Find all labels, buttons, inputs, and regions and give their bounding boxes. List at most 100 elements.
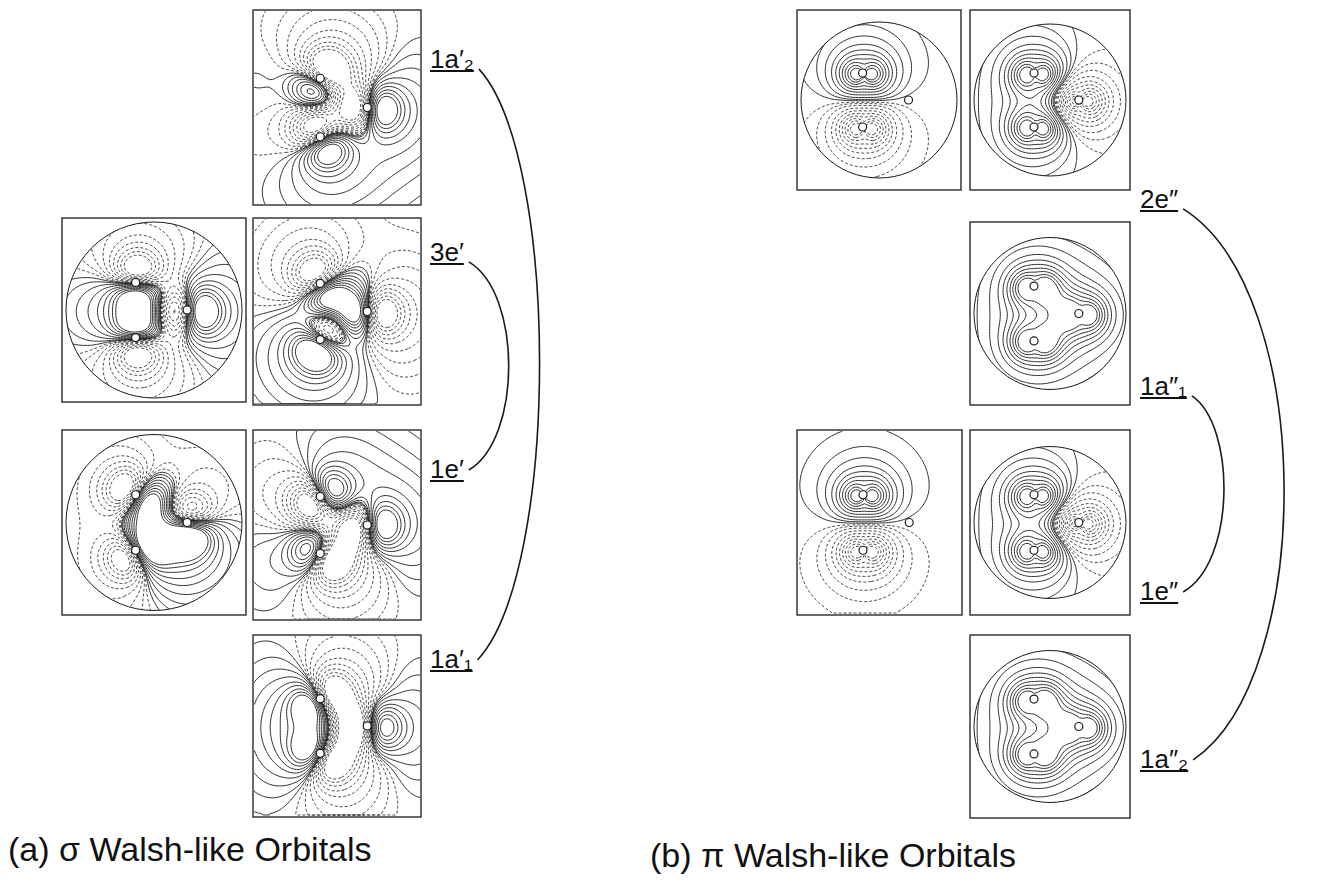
contour-line-negative (832, 531, 897, 582)
contour-line (1014, 61, 1053, 141)
orbital-label: 1a″₂ (1140, 745, 1188, 775)
contour-line-negative (77, 446, 218, 599)
orbital-label: 1a″₁ (1140, 372, 1187, 402)
contour-line-negative (1063, 507, 1105, 540)
contour-line (970, 10, 1077, 190)
atom-marker (1030, 750, 1038, 758)
contour-line (1013, 685, 1102, 772)
contour-group (970, 635, 1129, 818)
contour-line-negative (117, 248, 179, 376)
contour-line-negative (254, 219, 420, 394)
orbital-panel (62, 218, 246, 402)
contour-line-negative (62, 432, 229, 613)
contour-line (970, 222, 1129, 405)
contour-line-negative (817, 104, 912, 179)
contour-line-negative (836, 111, 893, 153)
atom-marker (132, 491, 140, 499)
contour-line (254, 669, 420, 786)
contour-line (1011, 480, 1055, 568)
contour-group (800, 431, 929, 613)
contour-line-negative (848, 121, 881, 138)
contour-line-negative (1061, 504, 1109, 545)
contour-line (817, 25, 912, 100)
contour-line-negative (113, 242, 181, 381)
plot-boundary (66, 435, 242, 611)
contour-line-negative (321, 669, 367, 786)
panel-frame (970, 222, 1130, 405)
contour-line-negative (290, 488, 364, 588)
contour-line-negative (318, 664, 367, 791)
contour-line-negative (1065, 511, 1102, 538)
contour-line-negative (1057, 493, 1120, 555)
contour-line (1008, 476, 1058, 572)
panel-frame (970, 430, 1130, 615)
atom-marker (1030, 123, 1038, 131)
orbital-label: 1e″ (1140, 577, 1178, 607)
contour-line-negative (310, 636, 381, 815)
contour-line (1003, 260, 1111, 370)
atom-marker (132, 334, 140, 342)
contour-line (1014, 483, 1053, 565)
contour-line (270, 437, 420, 576)
orbital-panel (970, 10, 1130, 190)
contour-line-negative (254, 11, 397, 155)
contour-group (970, 222, 1129, 405)
atom-marker (859, 123, 867, 131)
contour-group (254, 431, 420, 619)
contour-line-negative (258, 219, 420, 363)
contour-line-negative (325, 676, 364, 779)
contour-line (1004, 471, 1060, 576)
contour-line-negative (106, 470, 197, 575)
contour-line-negative (845, 119, 883, 141)
atom-marker (1075, 723, 1083, 731)
atom-marker (1075, 310, 1083, 318)
contour-line-negative (91, 218, 185, 401)
contour-line (254, 38, 420, 204)
atom-marker (316, 133, 324, 141)
contour-line (848, 487, 881, 504)
contour-line (268, 276, 367, 401)
contour-line (261, 682, 414, 773)
atom-marker (316, 493, 324, 501)
panel-frame (970, 10, 1130, 190)
panel-frame (62, 218, 246, 402)
contour-line-negative (299, 258, 397, 328)
atom-marker (316, 695, 324, 703)
contour-line (256, 273, 368, 404)
contour-line (978, 25, 1071, 177)
contour-line-negative (845, 542, 883, 564)
contour-line-negative (263, 471, 381, 619)
contour-line-negative (254, 441, 398, 619)
contour-line (284, 281, 365, 384)
atom-marker (1030, 282, 1038, 290)
contour-line-negative (290, 30, 367, 141)
contour-line (843, 480, 887, 508)
contour-line-negative (836, 534, 893, 577)
orbital-panel (62, 430, 246, 615)
panel-frame (970, 635, 1130, 818)
orbital-panel (253, 635, 421, 817)
contour-line (295, 287, 360, 371)
contour-line-negative (268, 11, 387, 149)
contour-line (817, 446, 912, 521)
contour-line-negative (287, 246, 410, 339)
contour-group (254, 11, 420, 204)
contour-line-negative (285, 20, 372, 144)
contour-line-negative (292, 251, 405, 335)
atom-marker (363, 722, 371, 730)
contour-line-negative (275, 477, 373, 608)
contour-line (98, 281, 238, 342)
contour-line-negative (1058, 70, 1121, 132)
contour-line (1013, 272, 1102, 359)
contour-line (88, 275, 245, 349)
contour-line-negative (62, 218, 205, 401)
orbital-panel (253, 430, 421, 620)
atom-marker (316, 336, 324, 344)
contour-line (130, 486, 219, 579)
orbital-label: 1e′ (430, 455, 464, 485)
contour-line-negative (281, 239, 417, 343)
correlation-curve (1183, 396, 1224, 592)
contour-line (1003, 673, 1111, 783)
contour-line (842, 59, 886, 87)
